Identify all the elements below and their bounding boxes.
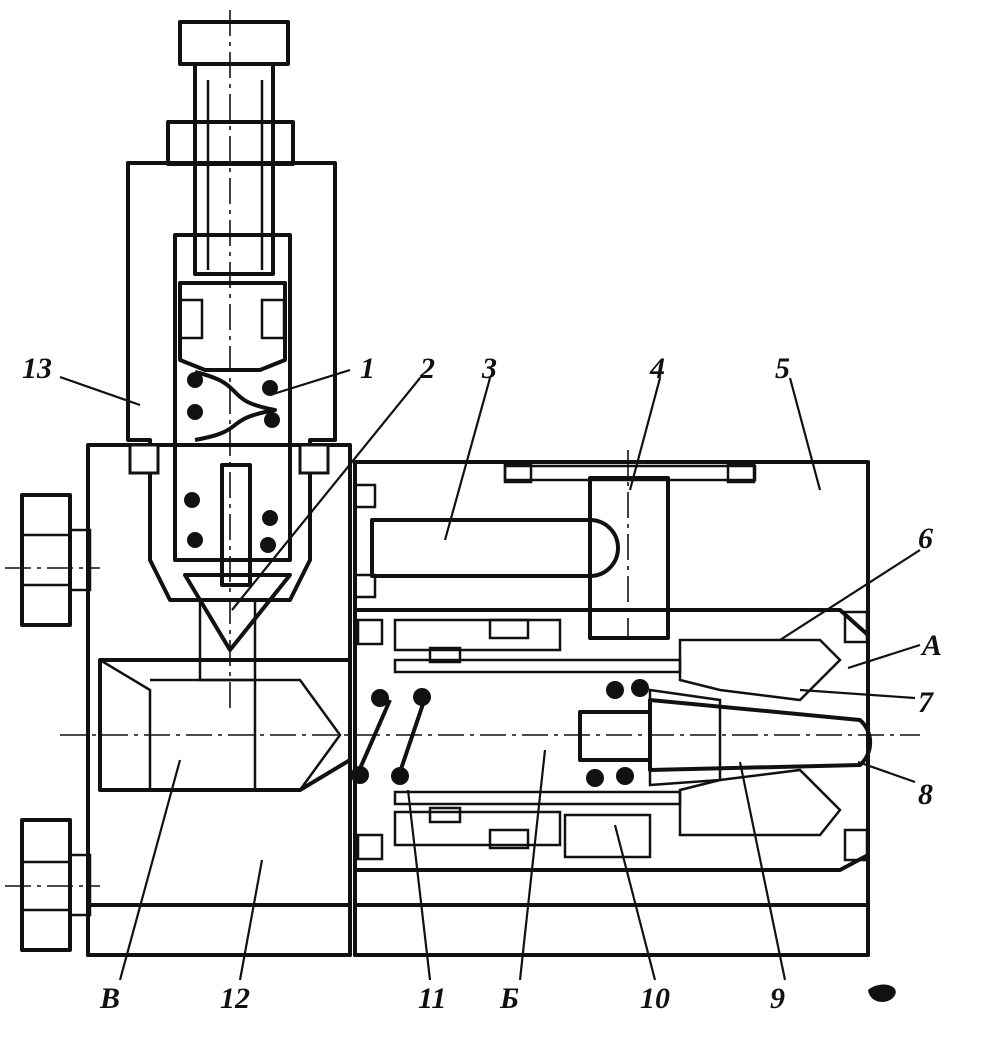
label-12: 12: [220, 982, 250, 1015]
label-4: 4: [649, 352, 665, 385]
label-7: 7: [918, 686, 934, 719]
right-housing-5: [353, 460, 870, 957]
adjusting-screw: [178, 10, 292, 710]
label-8: 8: [918, 778, 933, 811]
label-2: 2: [419, 352, 435, 385]
label-6: 6: [918, 522, 933, 555]
label-9: 9: [770, 982, 785, 1015]
label-5: 5: [775, 352, 790, 385]
mounting-bolt-bottom: [5, 818, 100, 952]
seal-rings-right: [353, 462, 869, 862]
mounting-bolt-top: [5, 493, 100, 627]
label-B-cyr: Б: [499, 982, 519, 1015]
callout-labels: 1 2 3 4 5 6 7 8 9 10 11 12 13 А Б В: [22, 352, 942, 1015]
spring-11: [351, 688, 431, 785]
label-3: 3: [481, 352, 497, 385]
seal-ring: [128, 443, 160, 475]
needle-valve-body-13: [126, 120, 337, 602]
label-10: 10: [640, 982, 670, 1015]
valve-stem-9: [578, 679, 873, 787]
ink-blot: [868, 984, 896, 1002]
label-1: 1: [360, 352, 375, 385]
leader-lines: [59, 368, 921, 981]
label-A: А: [920, 629, 942, 662]
seal-ring: [298, 443, 330, 475]
label-V: В: [99, 982, 120, 1015]
label-11: 11: [418, 982, 446, 1015]
label-13: 13: [22, 352, 52, 385]
